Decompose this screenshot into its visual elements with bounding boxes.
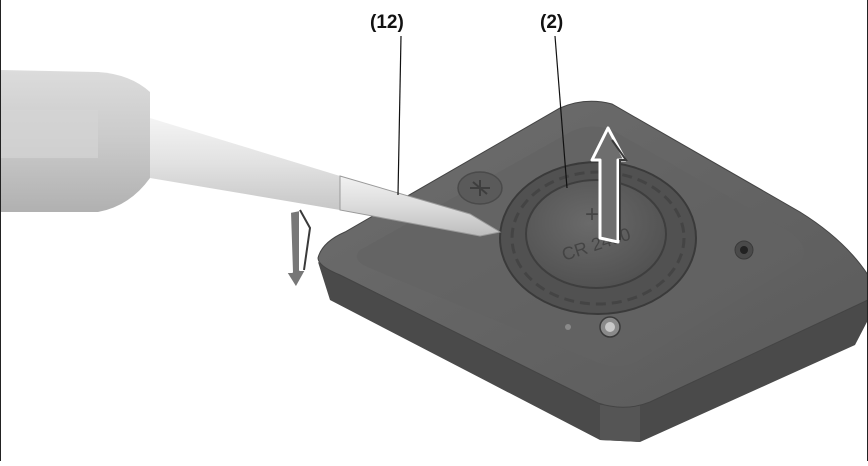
lift-up-arrow-icon bbox=[590, 126, 628, 244]
callout-12-leader bbox=[397, 35, 402, 196]
device-logo-button bbox=[457, 171, 503, 205]
device-body bbox=[318, 262, 868, 442]
press-down-arrow-icon bbox=[285, 209, 312, 289]
screw-bottom bbox=[565, 316, 621, 338]
screwdriver bbox=[0, 70, 502, 237]
battery-cover-symbol: + bbox=[585, 201, 599, 228]
callout-screwdriver-label: (12) bbox=[370, 12, 404, 33]
callout-battery-cover-label: (2) bbox=[540, 12, 564, 33]
battery-cover: + CR 2430 bbox=[525, 179, 667, 289]
callout-2-leader bbox=[554, 35, 568, 189]
left-frame-line bbox=[0, 0, 1, 461]
screw-hole-right bbox=[734, 240, 754, 260]
screwdriver-blade bbox=[339, 175, 502, 237]
